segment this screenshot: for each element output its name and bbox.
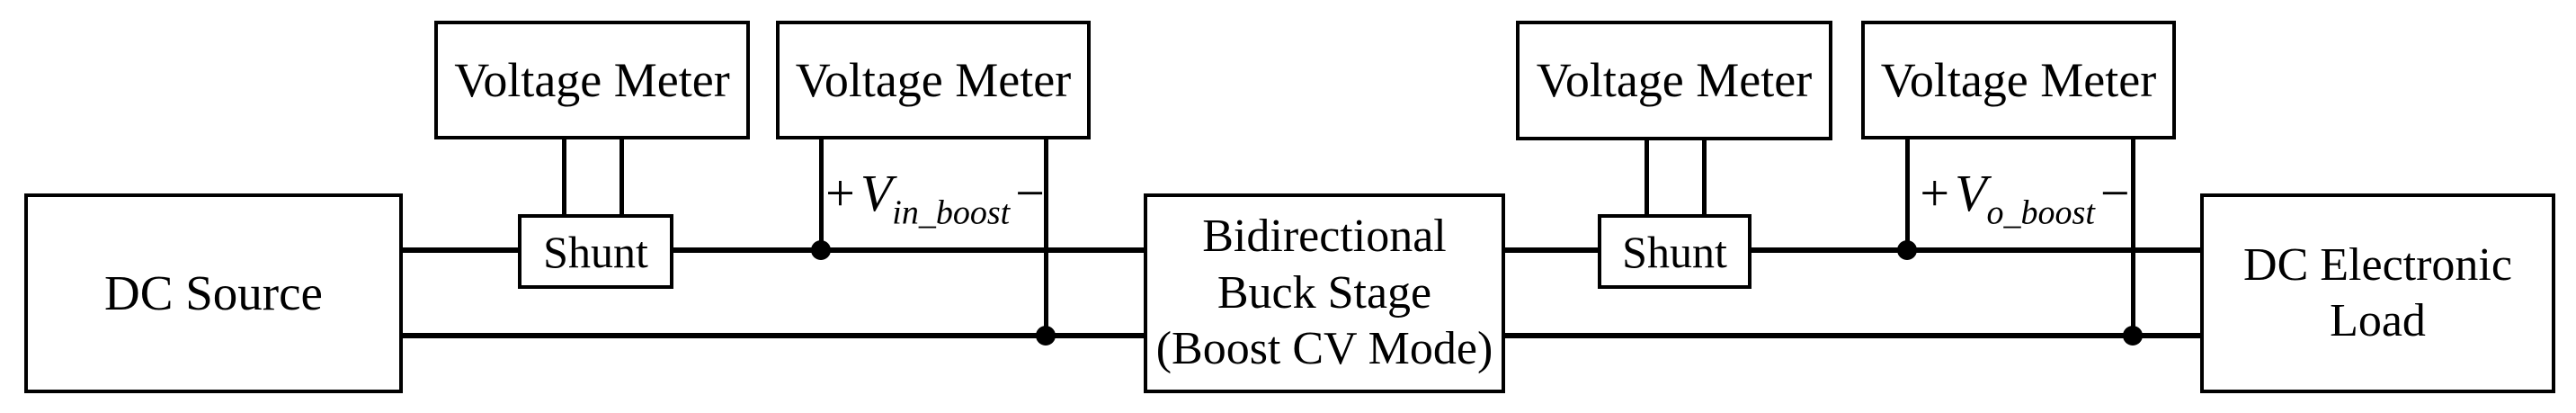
vo-boost-minus-sign: −: [2099, 164, 2130, 222]
buck-stage-label-line1: Bidirectional: [1202, 211, 1447, 263]
voltage-meter-1-right-lead-wire: [619, 139, 624, 214]
dc-load-label-line2: Load: [2330, 295, 2426, 346]
top-rail-buck-to-shunt2-wire: [1505, 247, 1598, 253]
voltage-meter-4-minus-lead-wire: [2131, 139, 2135, 336]
dc-electronic-load-box: DC Electronic Load: [2200, 193, 2555, 393]
junction-dot-vin-plus: [811, 240, 831, 260]
top-rail-source-to-shunt1-wire: [403, 247, 518, 253]
buck-stage-label-line3: (Boost CV Mode): [1155, 323, 1493, 375]
voltage-meter-3-label: Voltage Meter: [1536, 53, 1813, 108]
voltage-meter-2-plus-lead-wire: [819, 139, 824, 250]
junction-dot-vo-minus: [2123, 326, 2143, 346]
vo-boost-subscript: o_boost: [1986, 193, 2095, 232]
junction-dot-vin-minus: [1036, 326, 1056, 346]
voltage-meter-1-box: Voltage Meter: [434, 21, 750, 139]
voltage-meter-3-left-lead-wire: [1645, 140, 1649, 214]
voltage-meter-4-box: Voltage Meter: [1861, 21, 2176, 139]
vo-boost-plus-sign: +: [1920, 164, 1950, 222]
top-rail-shunt2-to-load-wire: [1752, 247, 2200, 253]
vin-boost-minus-sign: −: [1015, 164, 1045, 222]
voltage-meter-1-left-lead-wire: [562, 139, 566, 214]
bottom-rail-buck-to-load-wire: [1505, 333, 2200, 338]
shunt-2-box: Shunt: [1598, 214, 1752, 289]
voltage-meter-3-right-lead-wire: [1702, 140, 1707, 214]
shunt-1-label: Shunt: [543, 226, 648, 277]
voltage-meter-2-box: Voltage Meter: [776, 21, 1091, 139]
shunt-1-box: Shunt: [518, 214, 673, 289]
voltage-meter-1-label: Voltage Meter: [454, 52, 730, 107]
vin-boost-label: +Vin_boost−: [820, 164, 1050, 230]
voltage-meter-4-plus-lead-wire: [1905, 139, 1910, 250]
vo-boost-label: +Vo_boost−: [1914, 164, 2135, 230]
vin-boost-subscript: in_boost: [892, 193, 1011, 232]
top-rail-shunt1-to-buck-wire: [673, 247, 1144, 253]
voltage-meter-4-label: Voltage Meter: [1880, 52, 2157, 107]
voltage-meter-2-minus-lead-wire: [1044, 139, 1048, 336]
voltage-meter-3-box: Voltage Meter: [1516, 21, 1832, 140]
vin-boost-symbol: V: [860, 164, 893, 222]
buck-stage-label-line2: Buck Stage: [1217, 266, 1432, 319]
buck-stage-box: Bidirectional Buck Stage (Boost CV Mode): [1144, 193, 1505, 393]
voltage-meter-2-label: Voltage Meter: [795, 52, 1072, 107]
vo-boost-symbol: V: [1955, 164, 1987, 222]
dc-load-label-line1: DC Electronic: [2243, 238, 2512, 291]
vin-boost-plus-sign: +: [825, 164, 855, 222]
dc-source-box: DC Source: [24, 193, 403, 393]
junction-dot-vo-plus: [1897, 240, 1917, 260]
bottom-rail-source-to-buck-wire: [403, 333, 1144, 338]
dc-source-label: DC Source: [104, 265, 323, 320]
shunt-2-label: Shunt: [1622, 226, 1727, 277]
